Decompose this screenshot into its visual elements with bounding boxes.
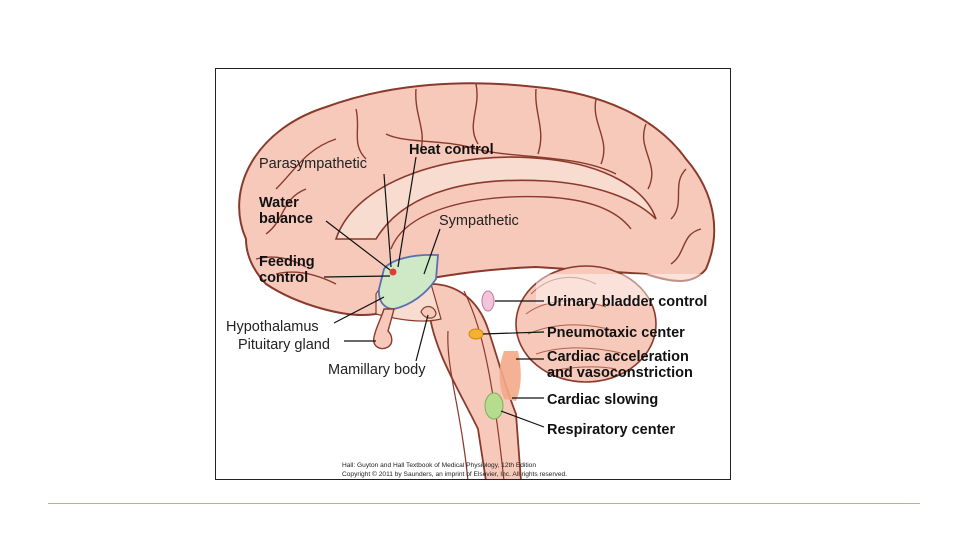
cerebellum — [515, 265, 657, 383]
brain-diagram: Parasympathetic Heat control Water balan… — [226, 82, 730, 479]
label-water-line2: balance — [259, 211, 313, 227]
brain-figure: Parasympathetic Heat control Water balan… — [215, 68, 731, 480]
label-pneumotaxic-center: Pneumotaxic center — [547, 325, 685, 341]
pneumotaxic-region — [468, 328, 484, 340]
urinary-region — [481, 290, 495, 312]
corpus-callosum — [334, 156, 657, 240]
label-cardiac-accel-line1: Cardiac acceleration — [547, 349, 689, 365]
pituitary-gland-shape — [373, 308, 395, 350]
label-feeding-line2: control — [259, 270, 308, 286]
mamillary-body-shape — [420, 305, 437, 319]
label-water-line1: Water — [259, 195, 299, 211]
label-cardiac-accel-line2: and vasoconstriction — [547, 365, 693, 381]
label-parasympathetic: Parasympathetic — [259, 156, 367, 172]
label-mamillary-body: Mamillary body — [328, 362, 426, 378]
credit-line1: Hall: Guyton and Hall Textbook of Medica… — [342, 462, 536, 469]
feeding-water-dot — [389, 268, 397, 276]
label-cardiac-slowing: Cardiac slowing — [547, 392, 658, 408]
leader-lines — [323, 156, 545, 428]
credit-line2: Copyright © 2011 by Saunders, an imprint… — [342, 470, 567, 478]
label-feeding-line1: Feeding — [259, 254, 315, 270]
label-hypothalamus: Hypothalamus — [226, 319, 319, 335]
label-pituitary-gland: Pituitary gland — [238, 337, 330, 353]
label-sympathetic: Sympathetic — [439, 213, 519, 229]
cerebral-sulci — [255, 83, 702, 285]
respiratory-region — [484, 392, 504, 420]
cardiac-acceleration-region — [499, 351, 521, 401]
label-heat-control: Heat control — [409, 142, 494, 158]
label-respiratory-center: Respiratory center — [547, 422, 675, 438]
hypothalamus-region — [378, 254, 439, 310]
slide-divider — [48, 503, 920, 504]
label-urinary-bladder-control: Urinary bladder control — [547, 294, 707, 310]
